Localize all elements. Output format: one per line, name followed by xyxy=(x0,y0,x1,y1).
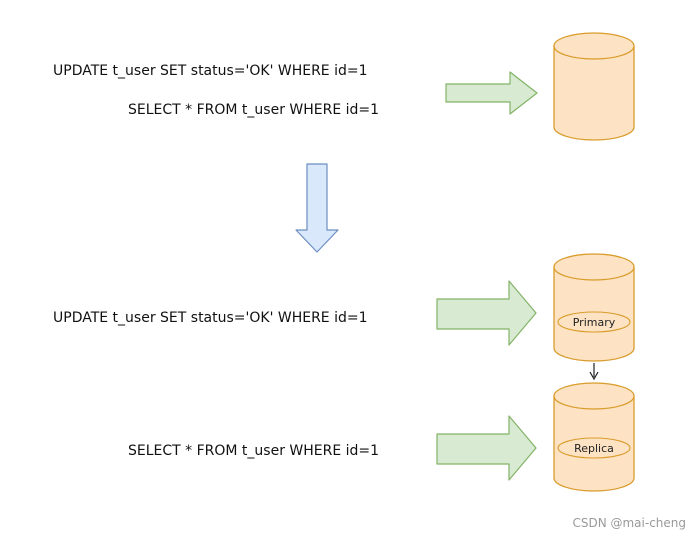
top-update-query: UPDATE t_user SET status='OK' WHERE id=1 xyxy=(53,63,368,79)
replica-label-oval xyxy=(557,437,631,459)
top-right-arrow xyxy=(445,71,538,115)
primary-right-arrow xyxy=(436,280,537,346)
replica-right-arrow xyxy=(436,415,537,481)
bottom-select-query: SELECT * FROM t_user WHERE id=1 xyxy=(128,443,379,459)
primary-label-oval xyxy=(557,311,631,333)
bottom-update-query: UPDATE t_user SET status='OK' WHERE id=1 xyxy=(53,310,368,326)
replica-label: Replica xyxy=(574,442,614,455)
replication-arrow xyxy=(589,363,599,381)
single-database-cylinder xyxy=(553,32,635,141)
primary-database-cylinder: Primary xyxy=(553,253,635,362)
replica-database-cylinder: Replica xyxy=(553,382,635,492)
top-select-query: SELECT * FROM t_user WHERE id=1 xyxy=(128,102,379,118)
primary-label: Primary xyxy=(573,316,616,329)
down-arrow xyxy=(295,163,339,253)
watermark-text: CSDN @mai-cheng xyxy=(572,516,686,530)
